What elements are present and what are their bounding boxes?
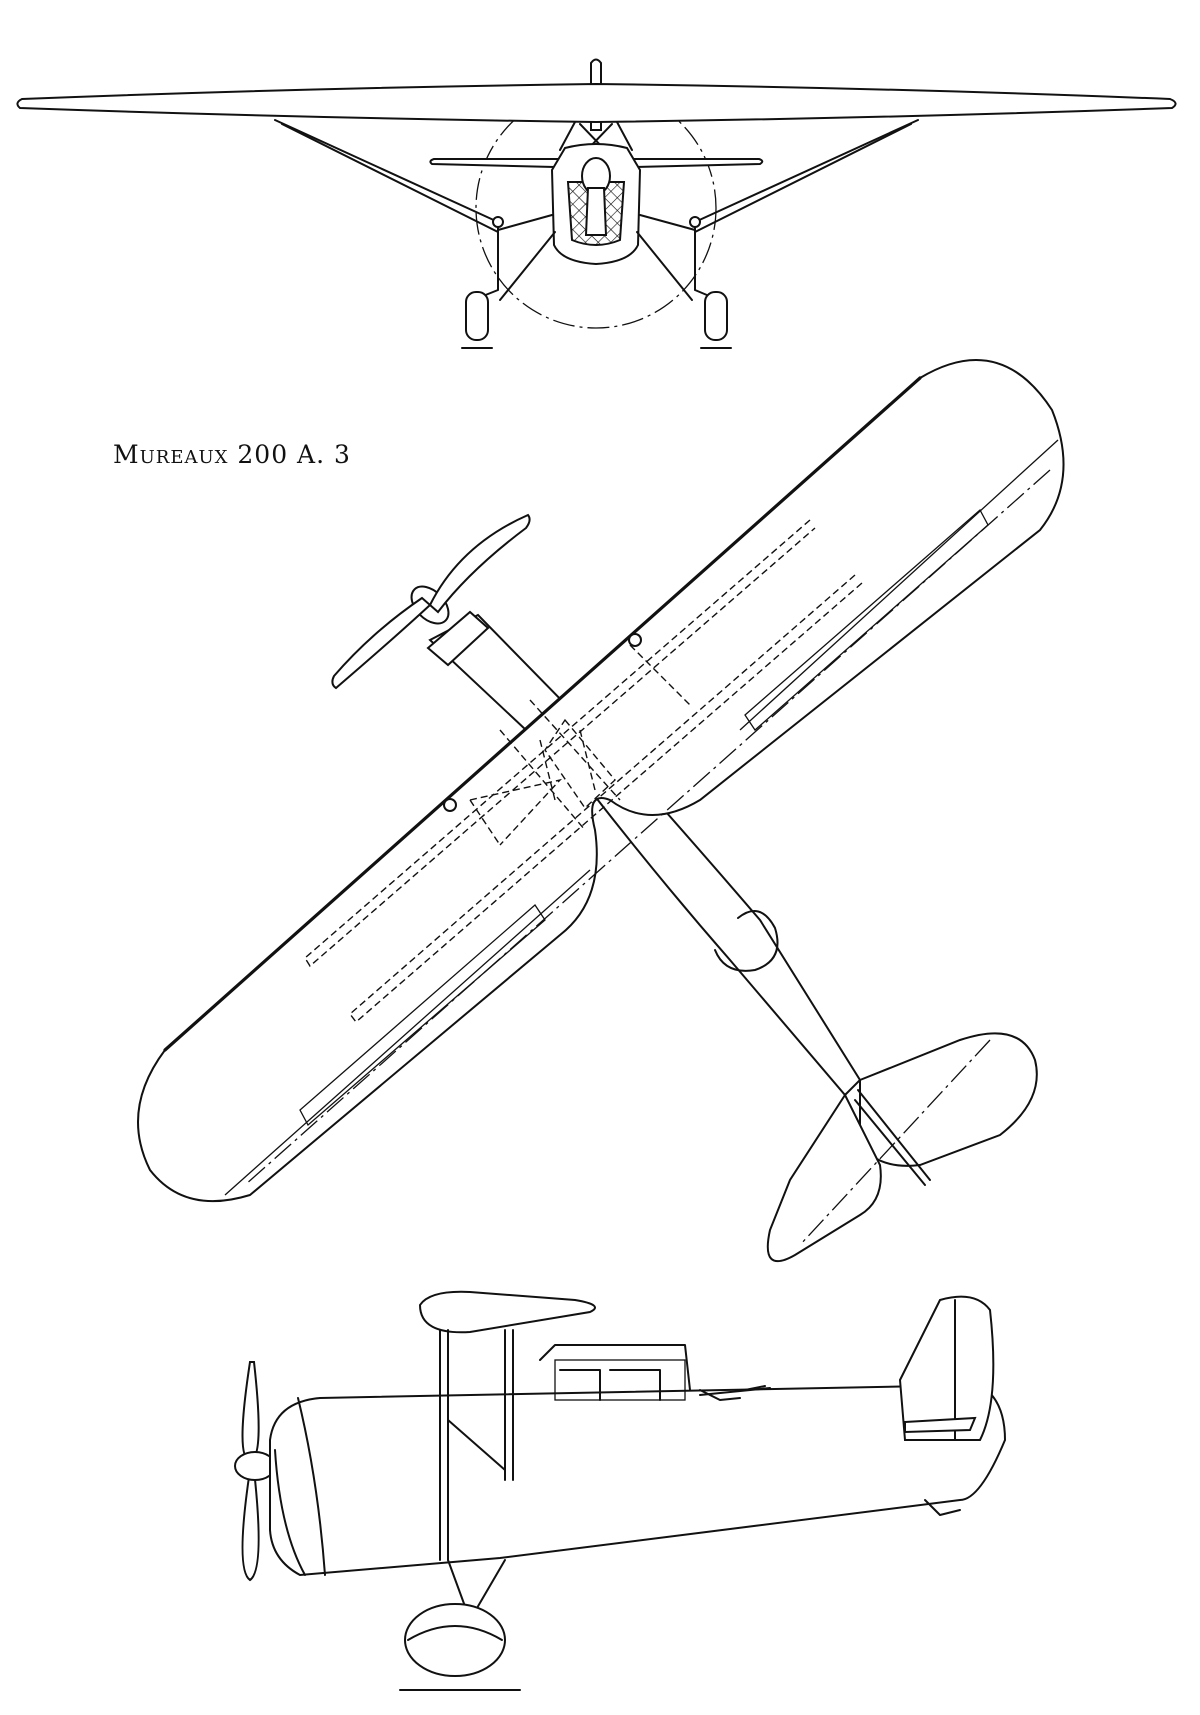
- front-cabane-struts: [559, 121, 633, 151]
- front-wheel-left: [465, 291, 489, 341]
- side-wheel: [404, 1603, 506, 1677]
- front-wing-strut-left: [274, 119, 499, 223]
- plan-horizontal-tail: [859, 1032, 1038, 1167]
- side-wing-struts: [439, 1329, 514, 1561]
- plan-elevator-line: [799, 1039, 991, 1246]
- front-view: [16, 58, 1177, 349]
- side-fuselage: [269, 1383, 1007, 1577]
- side-wheel-spat-line: [407, 1625, 503, 1641]
- plan-dashed-spar-1: [304, 519, 816, 968]
- plan-dashed-spar-2: [349, 574, 863, 1024]
- side-tail-skid: [924, 1499, 961, 1516]
- front-wing-strut-right: [694, 119, 919, 223]
- front-wheel-right: [704, 291, 728, 341]
- front-landing-gear-right: [636, 214, 715, 301]
- front-strut-joint-left: [492, 216, 504, 228]
- side-vertical-tail: [898, 1295, 995, 1441]
- front-wing-strut-left-2: [281, 123, 499, 233]
- plan-wing-rear-line-2: [224, 869, 591, 1196]
- plan-dashed-cabane: [469, 644, 691, 846]
- plan-propeller-blade-lower: [331, 596, 432, 690]
- plan-nose-cowling: [426, 610, 490, 667]
- front-wing-strut-right-2: [694, 123, 912, 233]
- plan-wing-rear-line: [739, 439, 1059, 731]
- side-view: [234, 1290, 1007, 1691]
- side-cowling-line: [297, 1397, 326, 1576]
- plan-gunner-ring: [714, 909, 779, 972]
- plan-view: [137, 359, 1065, 1263]
- side-canopy: [539, 1344, 691, 1401]
- plan-aileron-left: [299, 904, 546, 1127]
- plan-aileron-right: [744, 508, 989, 731]
- front-engine-cylinder: [584, 187, 608, 236]
- side-canopy-frame: [554, 1359, 686, 1401]
- plan-strut-fitting-1: [628, 633, 642, 647]
- side-cowling-ring: [274, 1449, 306, 1576]
- plan-strut-fitting-2: [443, 798, 457, 812]
- plan-fin: [854, 1089, 931, 1186]
- side-tailplane: [904, 1416, 977, 1434]
- plan-propeller-blade-upper: [428, 513, 531, 614]
- front-strut-joint-right: [689, 216, 701, 228]
- aircraft-designation-caption: Mureaux 200 A. 3: [113, 440, 351, 469]
- plan-horizontal-tail-lower: [766, 1092, 882, 1263]
- plan-wing-leading-edge: [163, 376, 922, 1052]
- side-gunner-mount: [699, 1385, 771, 1401]
- side-wing-profile: [418, 1290, 596, 1334]
- front-landing-gear-left: [477, 214, 556, 301]
- front-main-wing: [16, 82, 1177, 124]
- plan-dashed-fuselage: [499, 699, 621, 831]
